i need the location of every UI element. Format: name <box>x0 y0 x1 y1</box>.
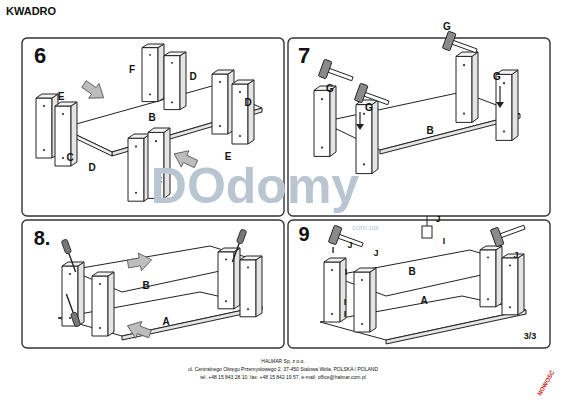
watermark: com.ua <box>352 224 378 232</box>
part-letter: B <box>142 281 149 291</box>
step-number: 8. <box>34 228 51 248</box>
part-letter: G <box>365 103 373 113</box>
step-number: 6 <box>34 45 46 67</box>
part-letter: F <box>129 65 135 75</box>
part-letter: I <box>344 298 347 307</box>
part-letter: A <box>420 296 427 306</box>
part-letter: G <box>326 84 334 94</box>
part-letter: B <box>408 267 415 277</box>
part-letter: I <box>332 246 335 255</box>
part-letter: G <box>443 22 451 32</box>
page-number: 3/3 <box>524 332 537 341</box>
watermark: DOdomy <box>151 161 359 211</box>
footer-text: HALMAR Sp. z o.o. <box>261 359 304 364</box>
part-letter: D <box>244 98 251 108</box>
part-letter: B <box>426 126 433 136</box>
part-letter: A <box>162 317 169 327</box>
part-letter: J <box>373 249 378 258</box>
part-letter: C <box>66 153 73 163</box>
part-letter: G <box>493 72 501 82</box>
footer-text: ul. Centralnego Okręgu Przemysłowego 2, … <box>188 367 378 372</box>
part-letter: J <box>347 241 352 250</box>
step-number: 7 <box>298 45 310 67</box>
part-letter: J <box>435 215 440 224</box>
part-letter: E <box>58 92 65 102</box>
product-title: KWADRO <box>6 6 56 17</box>
part-letter: I <box>344 310 347 319</box>
part-letter: B <box>148 113 155 123</box>
new-stamp: NOWOŚĆ <box>536 370 555 397</box>
part-letter: I <box>345 268 348 277</box>
part-letter: D <box>189 72 196 82</box>
step-number: 9 <box>298 224 309 244</box>
footer-text: tel. +48 15 843 28 10, fax: +48 15 842 1… <box>200 375 366 380</box>
part-letter: I <box>443 237 446 246</box>
part-letter: D <box>88 163 95 173</box>
part-letter: J <box>513 251 518 260</box>
